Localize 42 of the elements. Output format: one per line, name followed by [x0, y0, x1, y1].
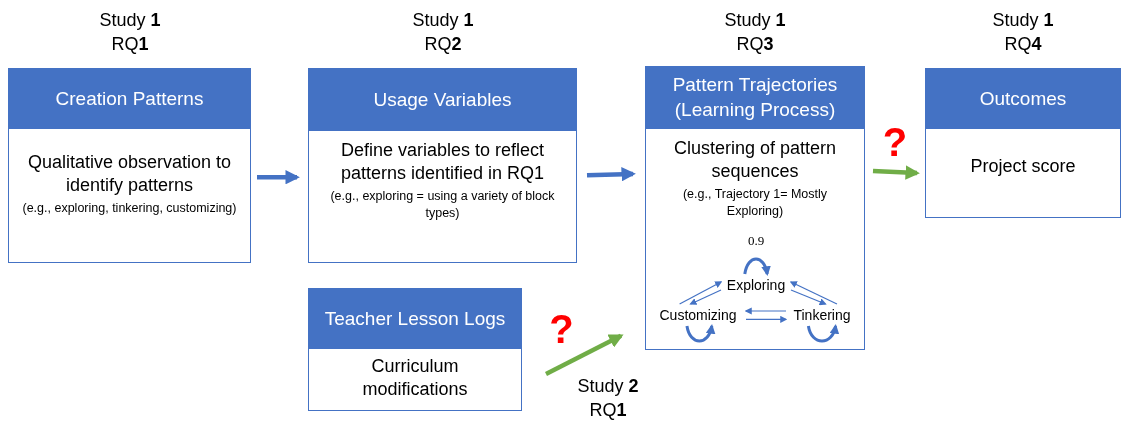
example-note: (e.g., Trajectory 1= Mostly Exploring) [681, 185, 829, 220]
process-box [8, 68, 251, 263]
box-header: Pattern Trajectories (Learning Process) [646, 67, 864, 129]
self-loop-arrow [806, 324, 839, 343]
study-label: Study 1 RQ4 [991, 9, 1055, 57]
arrow [744, 307, 787, 315]
process-box [308, 288, 522, 411]
arrow [544, 333, 624, 377]
study-label: Study 2 RQ1 [576, 375, 640, 423]
body-text: Clustering of pattern sequences [672, 137, 838, 184]
arrow [689, 289, 722, 305]
example-note: (e.g., exploring, tinkering, customizing) [21, 199, 238, 217]
study-label: Study 1 RQ3 [723, 9, 787, 57]
arrow [257, 170, 300, 185]
state-label: Tinkering [788, 305, 856, 325]
body-text: Curriculum modifications [361, 355, 469, 402]
example-note: (e.g., exploring = using a variety of block types) [329, 187, 556, 222]
body-text: Define variables to reflect patterns identified in RQ1 [339, 139, 546, 186]
arrow [872, 165, 920, 180]
process-box [925, 68, 1121, 218]
study-label: Study 1 RQ1 [98, 9, 162, 57]
box-header: Outcomes [926, 69, 1120, 129]
body-text: Project score [969, 155, 1077, 178]
arrow [789, 281, 838, 305]
self-loop-arrow [743, 257, 771, 276]
edge-label: 0.9 [747, 233, 765, 249]
edge-label: ? [549, 306, 574, 351]
state-label: Exploring [723, 275, 789, 295]
box-header: Usage Variables [309, 69, 576, 131]
arrow [790, 289, 827, 306]
box-header: Creation Patterns [9, 69, 250, 129]
process-box [645, 66, 865, 350]
process-box [308, 68, 577, 263]
arrow [679, 281, 723, 305]
arrow [586, 167, 636, 182]
body-text: Qualitative observation to identify patterns [26, 151, 233, 198]
box-header: Teacher Lesson Logs [309, 289, 521, 349]
state-label: Customizing [652, 305, 744, 325]
arrow [745, 315, 788, 323]
study-label: Study 1 RQ2 [411, 9, 475, 57]
self-loop-arrow [685, 324, 715, 343]
edge-label: ? [882, 120, 908, 165]
